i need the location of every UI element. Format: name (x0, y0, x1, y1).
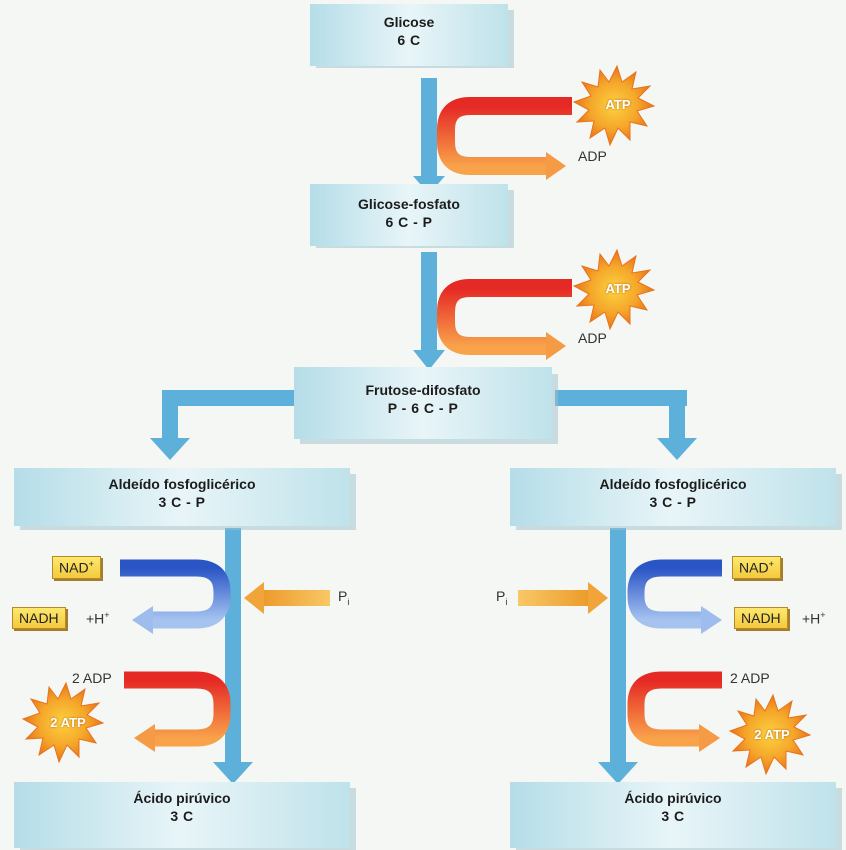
atp-star-3 (21, 681, 105, 764)
nad-tag-right: NAD+ (732, 556, 781, 579)
box-formula: 6 C (397, 31, 421, 48)
box-glicose: Glicose 6 C (310, 14, 508, 49)
nad-u-arrow-right (627, 559, 722, 634)
adp-label-2: ADP (578, 330, 607, 346)
nad-u-arrow-left (120, 559, 231, 634)
h-plus-left: +H+ (86, 610, 110, 627)
box-formula: P - 6 C - P (387, 399, 459, 416)
box-acido-right: Ácido pirúvico 3 C (510, 790, 836, 825)
nadh-tag-right: NADH (734, 607, 788, 629)
box-aldeido-right: Aldeído fosfoglicérico 3 C - P (510, 476, 836, 511)
box-formula: 3 C (661, 807, 685, 824)
atp-label-2: ATP (605, 281, 631, 296)
box-title: Aldeído fosfoglicérico (108, 476, 256, 492)
atp-star-1 (572, 64, 656, 147)
pi-label-right: Pi (496, 588, 508, 607)
atp-u-arrow-right (627, 671, 722, 752)
nadh-tag-left: NADH (12, 607, 66, 629)
pi-arrow-right (518, 582, 608, 614)
box-formula: 3 C - P (649, 493, 697, 510)
box-frutose-difosfato: Frutose-difosfato P - 6 C - P (294, 382, 552, 417)
atp-star-2 (572, 248, 656, 331)
two-atp-label-left: 2 ATP (50, 715, 86, 730)
box-formula: 6 C - P (385, 213, 433, 230)
atp-u-arrow-1 (437, 97, 572, 180)
nad-tag-left: NAD+ (52, 556, 101, 579)
two-adp-label-left: 2 ADP (72, 670, 112, 686)
boxes (14, 4, 842, 850)
box-acido-left: Ácido pirúvico 3 C (14, 790, 350, 825)
box-glicose-fosfato: Glicose-fosfato 6 C - P (310, 196, 508, 231)
box-aldeido-left: Aldeído fosfoglicérico 3 C - P (14, 476, 350, 511)
pi-label-left: Pi (338, 588, 350, 607)
atp-u-arrow-left (124, 671, 231, 752)
box-title: Ácido pirúvico (624, 790, 722, 806)
atp-label-1: ATP (605, 97, 631, 112)
box-title: Ácido pirúvico (133, 790, 231, 806)
two-atp-label-right: 2 ATP (754, 727, 790, 742)
adp-label-1: ADP (578, 148, 607, 164)
box-formula: 3 C (170, 807, 194, 824)
box-title: Frutose-difosfato (365, 382, 481, 398)
box-title: Glicose-fosfato (358, 196, 460, 212)
box-title: Glicose (383, 14, 435, 30)
atp-u-arrow-2 (437, 279, 572, 360)
atp-star-4 (728, 693, 812, 776)
box-formula: 3 C - P (158, 493, 206, 510)
two-adp-label-right: 2 ADP (730, 670, 770, 686)
main-flow-arrows (150, 78, 697, 784)
h-plus-right: +H+ (802, 610, 826, 627)
pi-arrow-left (244, 582, 330, 614)
box-title: Aldeído fosfoglicérico (599, 476, 747, 492)
